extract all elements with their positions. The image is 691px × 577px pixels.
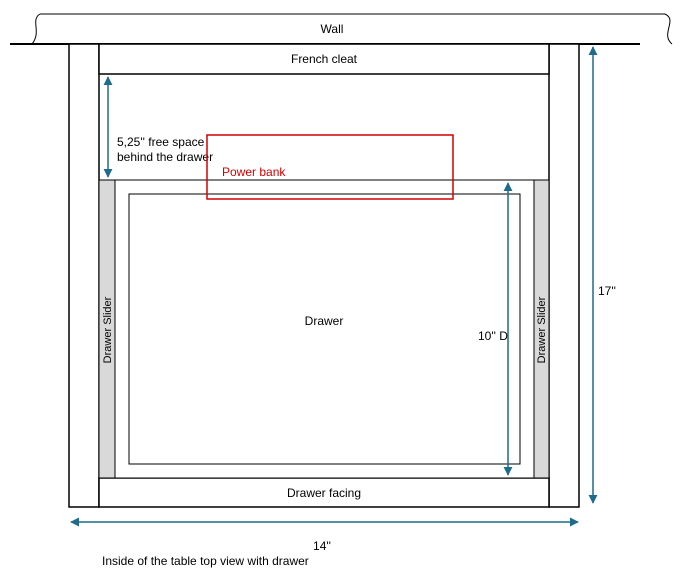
free-space-label-line2: behind the drawer [117,150,213,164]
drawer-facing-label: Drawer facing [287,486,361,500]
drawer-facing [98,477,550,508]
wall: Wall [10,13,673,45]
right-rail [548,43,580,508]
power-bank-box [206,134,454,200]
width-label: 14'' [313,539,331,553]
height-label: 17'' [598,284,616,298]
wall-label: Wall [321,22,344,36]
drawer-inner [128,193,521,465]
drawer-slider-left-label: Drawer Slider [102,296,114,363]
wall-break-left [31,13,41,45]
left-rail [68,43,100,508]
drawer-label: Drawer [305,314,344,328]
drawer-depth-label: 10'' D [478,329,508,343]
french-cleat-label: French cleat [291,52,358,66]
caption: Inside of the table top view with drawer [102,554,309,568]
drawer-slider-right-label: Drawer Slider [536,296,548,363]
wall-break-right [664,13,673,45]
french-cleat [98,43,550,75]
free-space-label-line1: 5,25'' free space [117,135,205,149]
power-bank-label: Power bank [222,165,286,179]
